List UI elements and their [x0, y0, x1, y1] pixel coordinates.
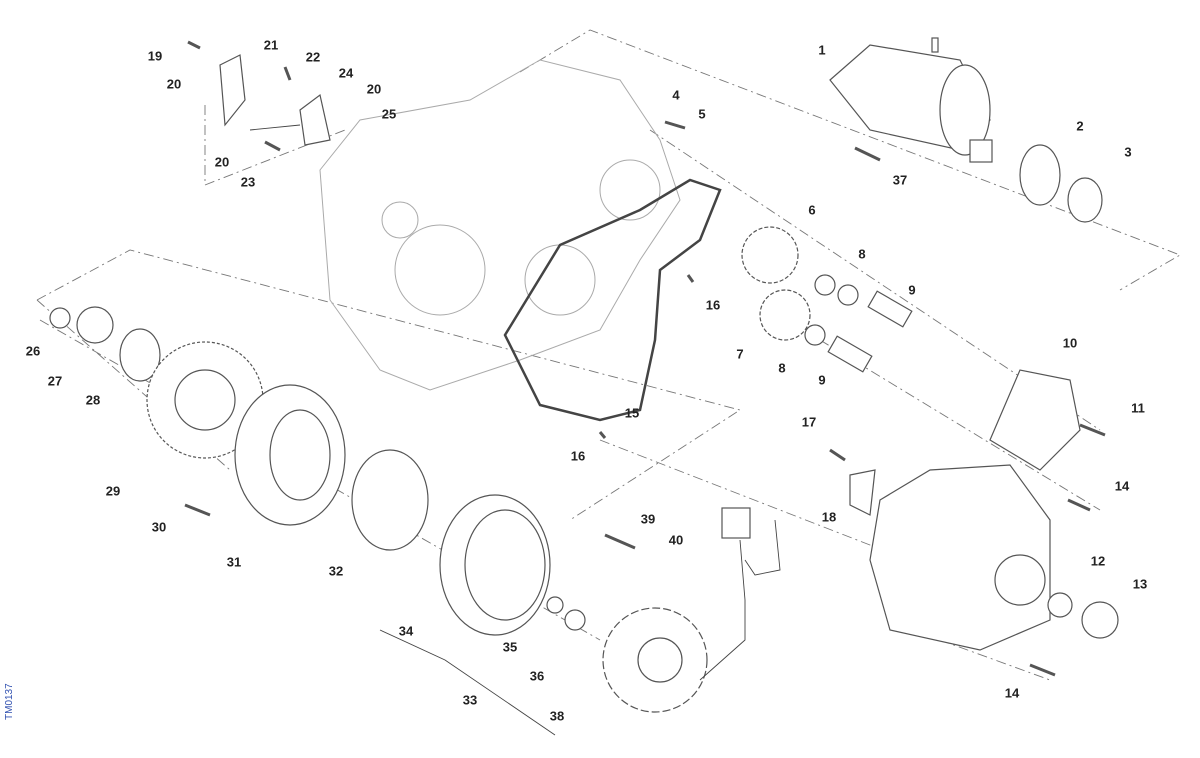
- callout-label: 35: [502, 639, 518, 655]
- callout-label: 19: [147, 48, 163, 64]
- callout-label: 1: [818, 42, 826, 58]
- shaft-9: [867, 290, 913, 328]
- callout-label: 7: [736, 346, 744, 362]
- callout-label: 37: [892, 172, 908, 188]
- gasket: [503, 178, 722, 422]
- callout-label: 40: [668, 532, 684, 548]
- callout-label: 6: [808, 202, 816, 218]
- callout-label: 3: [1124, 144, 1132, 160]
- callout-label: 22: [305, 49, 321, 65]
- bearing-28: [119, 328, 161, 382]
- callout-label: 34: [398, 623, 414, 639]
- diagram-code: TM0137: [4, 683, 15, 720]
- callout-label: 9: [818, 372, 826, 388]
- gear-6: [741, 226, 799, 284]
- callout-label: 23: [240, 174, 256, 190]
- callout-label: 13: [1132, 576, 1148, 592]
- callout-label: 16: [570, 448, 586, 464]
- callout-label: 20: [366, 81, 382, 97]
- callout-label: 17: [801, 414, 817, 430]
- callout-label: 32: [328, 563, 344, 579]
- callout-label: 15: [624, 405, 640, 421]
- starter-motor: [829, 37, 993, 163]
- callout-label: 8: [858, 246, 866, 262]
- group-bracket-33: [379, 629, 556, 736]
- callout-label: 33: [462, 692, 478, 708]
- gear-7: [759, 289, 811, 341]
- callout-label: 11: [1131, 400, 1145, 416]
- bushing: [1019, 144, 1061, 206]
- starter-cover: [989, 369, 1081, 471]
- callout-label: 5: [698, 106, 706, 122]
- callout-label: 14: [1004, 685, 1020, 701]
- connector: [721, 507, 751, 539]
- callout-label: 2: [1076, 118, 1084, 134]
- alternator-cover: [869, 464, 1051, 651]
- callout-label: 12: [1090, 553, 1106, 569]
- callout-label: 26: [25, 343, 41, 359]
- callout-label: 39: [640, 511, 656, 527]
- callout-label: 27: [47, 373, 63, 389]
- callout-label: 24: [338, 65, 354, 81]
- plug-13: [1081, 601, 1119, 639]
- callout-label: 16: [705, 297, 721, 313]
- callout-label: 28: [85, 392, 101, 408]
- callout-label: 18: [821, 509, 837, 525]
- o-rings: [1067, 177, 1103, 223]
- callout-label: 21: [263, 37, 279, 53]
- callout-label: 8: [778, 360, 786, 376]
- callout-label: 30: [151, 519, 167, 535]
- callout-label: 20: [214, 154, 230, 170]
- bolts: [184, 40, 1106, 677]
- callout-label: 38: [549, 708, 565, 724]
- callout-label: 4: [672, 87, 680, 103]
- callout-label: 20: [166, 76, 182, 92]
- callout-label: 25: [381, 106, 397, 122]
- callout-label: 36: [529, 668, 545, 684]
- callout-label: 10: [1062, 335, 1078, 351]
- freewheel-32: [351, 449, 429, 551]
- crankcase: [319, 59, 681, 391]
- callout-label: 9: [908, 282, 916, 298]
- callout-label: 14: [1114, 478, 1130, 494]
- callout-label: 31: [226, 554, 242, 570]
- callout-label: 29: [105, 483, 121, 499]
